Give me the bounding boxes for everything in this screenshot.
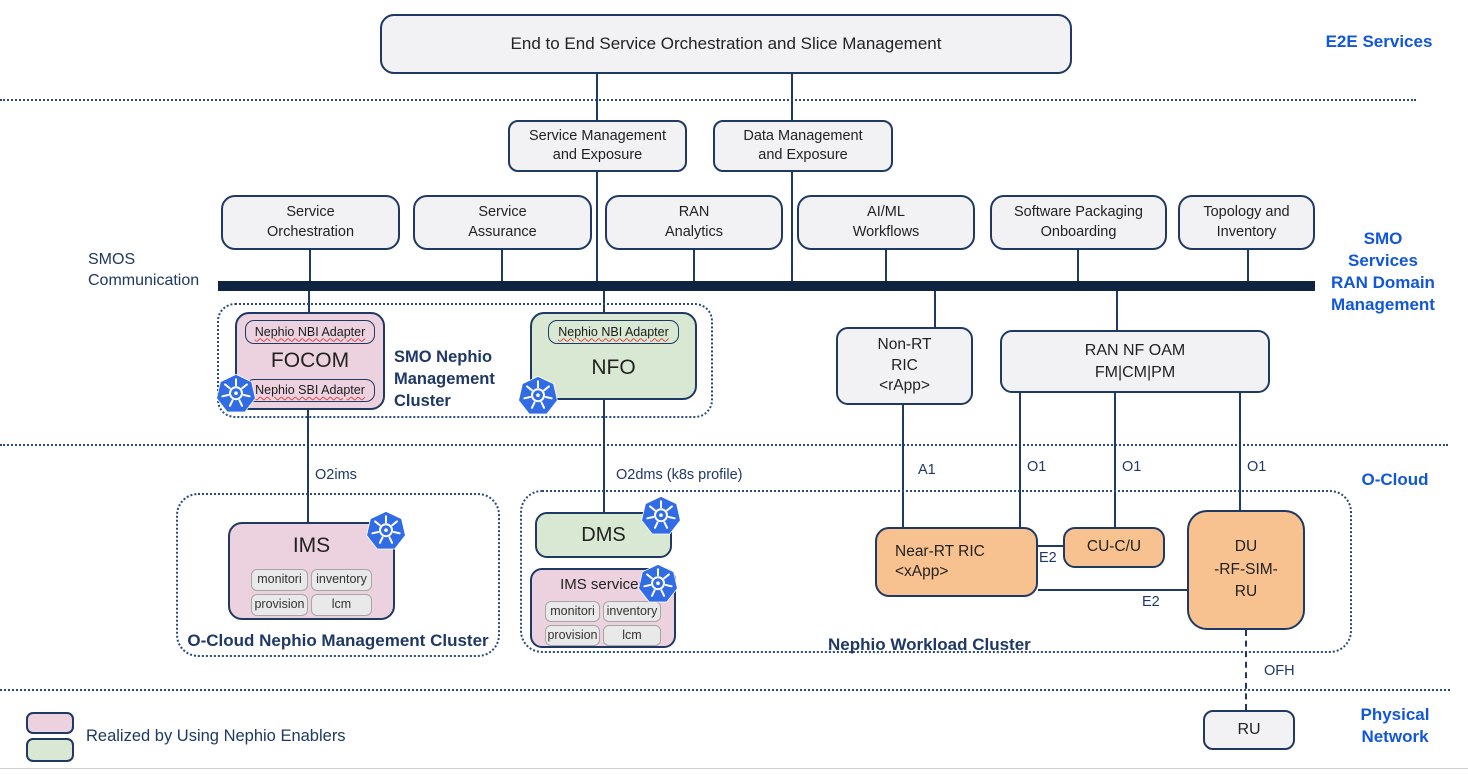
kubernetes-icon	[366, 511, 406, 550]
node-service-assurance: Service Assurance	[413, 195, 592, 250]
ims-title: IMS	[292, 534, 331, 557]
node-ru: RU	[1203, 710, 1295, 750]
node-topology-inventory: Topology and Inventory	[1178, 195, 1315, 250]
o2dms-line	[603, 400, 605, 512]
slide-bottom-edge	[0, 768, 1468, 769]
node-service-orchestration: Service Orchestration	[221, 195, 400, 250]
ofh-label: OFH	[1264, 663, 1295, 679]
connector-line	[603, 291, 605, 312]
node-ran-analytics: RAN Analytics	[605, 195, 783, 250]
pill-provision: provision	[545, 624, 600, 646]
node-focom: Nephio NBI Adapter FOCOM Nephio SBI Adap…	[235, 312, 385, 410]
node-dms: DMS	[535, 512, 672, 558]
domain-label-smo-services: SMO Services RAN Domain Management	[1331, 229, 1435, 315]
o1-label: O1	[1247, 459, 1267, 475]
o1-line	[1239, 393, 1241, 510]
kubernetes-icon	[638, 564, 678, 603]
node-e2e-orchestration: End to End Service Orchestration and Sli…	[380, 14, 1072, 74]
pill-inventory: inventory	[311, 568, 372, 591]
legend-swatch-green	[26, 738, 74, 762]
o1-label: O1	[1122, 459, 1142, 475]
node-nfo: Nephio NBI Adapter NFO	[530, 312, 697, 400]
connector-line	[501, 250, 503, 282]
o2dms-label: O2dms (k8s profile)	[616, 467, 743, 483]
kubernetes-icon	[216, 374, 256, 413]
nephio-workload-cluster-boundary	[520, 490, 1352, 653]
o2ims-label: O2ims	[315, 467, 357, 483]
o1-label: O1	[1027, 459, 1047, 475]
node-ims: IMS monitori inventory provision lcm	[228, 522, 395, 620]
e2-label: E2	[1039, 550, 1057, 566]
nfo-nbi-adapter-pill: Nephio NBI Adapter	[548, 320, 679, 344]
legend-text: Realized by Using Nephio Enablers	[86, 727, 346, 745]
node-data-management-exposure: Data Management and Exposure	[713, 120, 893, 172]
e2-connector	[1038, 589, 1187, 591]
connector-line	[1116, 291, 1118, 330]
o1-line	[1114, 393, 1116, 527]
legend-swatch-pink	[26, 712, 74, 734]
smo-nephio-cluster-boundary	[217, 303, 713, 418]
node-non-rt-ric: Non-RT RIC <rApp>	[836, 327, 973, 405]
connector-line	[309, 250, 311, 282]
pill-monitoring: monitori	[545, 600, 600, 622]
connector-line	[1077, 250, 1079, 282]
node-aiml-workflows: AI/ML Workflows	[797, 195, 975, 250]
pill-lcm: lcm	[603, 624, 661, 646]
node-du: DU -RF-SIM- RU	[1187, 510, 1305, 630]
node-software-packaging-onboarding: Software Packaging Onboarding	[990, 195, 1167, 250]
pill-lcm: lcm	[311, 593, 372, 616]
connector-line	[885, 250, 887, 282]
ims-services-title: IMS services	[560, 576, 646, 593]
connector-line	[596, 172, 598, 282]
ocloud-nephio-cluster-boundary	[176, 493, 500, 657]
node-cu: CU-C/U	[1063, 527, 1165, 568]
kubernetes-icon	[518, 376, 558, 415]
connector-line	[934, 291, 936, 327]
nfo-nbi-adapter-label: Nephio NBI Adapter	[558, 324, 669, 339]
smo-nephio-cluster-label: SMO Nephio Management Cluster	[394, 348, 495, 410]
connector-line	[791, 74, 793, 120]
ofh-dashed-line	[1245, 630, 1247, 710]
ims-services-pills: monitori inventory provision lcm	[545, 600, 661, 646]
a1-line	[902, 405, 904, 527]
node-near-rt-ric: Near-RT RIC <xApp>	[875, 527, 1038, 597]
ims-services-pills: monitori inventory provision lcm	[251, 568, 372, 616]
separator-ocloud-physical	[0, 689, 1450, 691]
kubernetes-icon	[641, 496, 681, 535]
connector-line	[1247, 250, 1249, 282]
node-ims-services: IMS services monitori inventory provisio…	[530, 568, 676, 648]
node-service-management-exposure: Service Management and Exposure	[508, 120, 687, 172]
domain-label-e2e-services: E2E Services	[1325, 32, 1433, 51]
bus-label: SMOS Communication	[88, 251, 200, 289]
o1-line	[1019, 393, 1021, 527]
pill-provision: provision	[251, 593, 308, 616]
e2-connector	[1038, 545, 1063, 547]
pill-inventory: inventory	[603, 600, 661, 622]
node-ran-nf-oam: RAN NF OAM FM|CM|PM	[1000, 330, 1270, 393]
focom-title: FOCOM	[270, 349, 350, 373]
connector-line	[693, 250, 695, 282]
connector-line	[308, 291, 310, 312]
ocloud-nephio-cluster-label: O-Cloud Nephio Management Cluster	[187, 631, 489, 650]
pill-monitoring: monitori	[251, 568, 308, 591]
separator-e2e-smo	[0, 99, 1416, 101]
e2-label: E2	[1142, 594, 1160, 610]
nfo-title: NFO	[591, 355, 636, 379]
o2ims-line	[307, 410, 309, 522]
smos-communication-bus	[218, 281, 1315, 291]
domain-label-ocloud: O-Cloud	[1361, 470, 1429, 489]
a1-label: A1	[918, 462, 936, 478]
focom-sbi-adapter-pill: Nephio SBI Adapter	[245, 378, 375, 402]
separator-smo-ocloud	[0, 444, 1448, 446]
connector-line	[596, 74, 598, 120]
focom-nbi-adapter-pill: Nephio NBI Adapter	[244, 320, 376, 344]
nephio-workload-cluster-label: Nephio Workload Cluster	[828, 635, 1031, 654]
domain-label-physical-network: Physical Network	[1360, 705, 1430, 747]
connector-line	[791, 172, 793, 282]
